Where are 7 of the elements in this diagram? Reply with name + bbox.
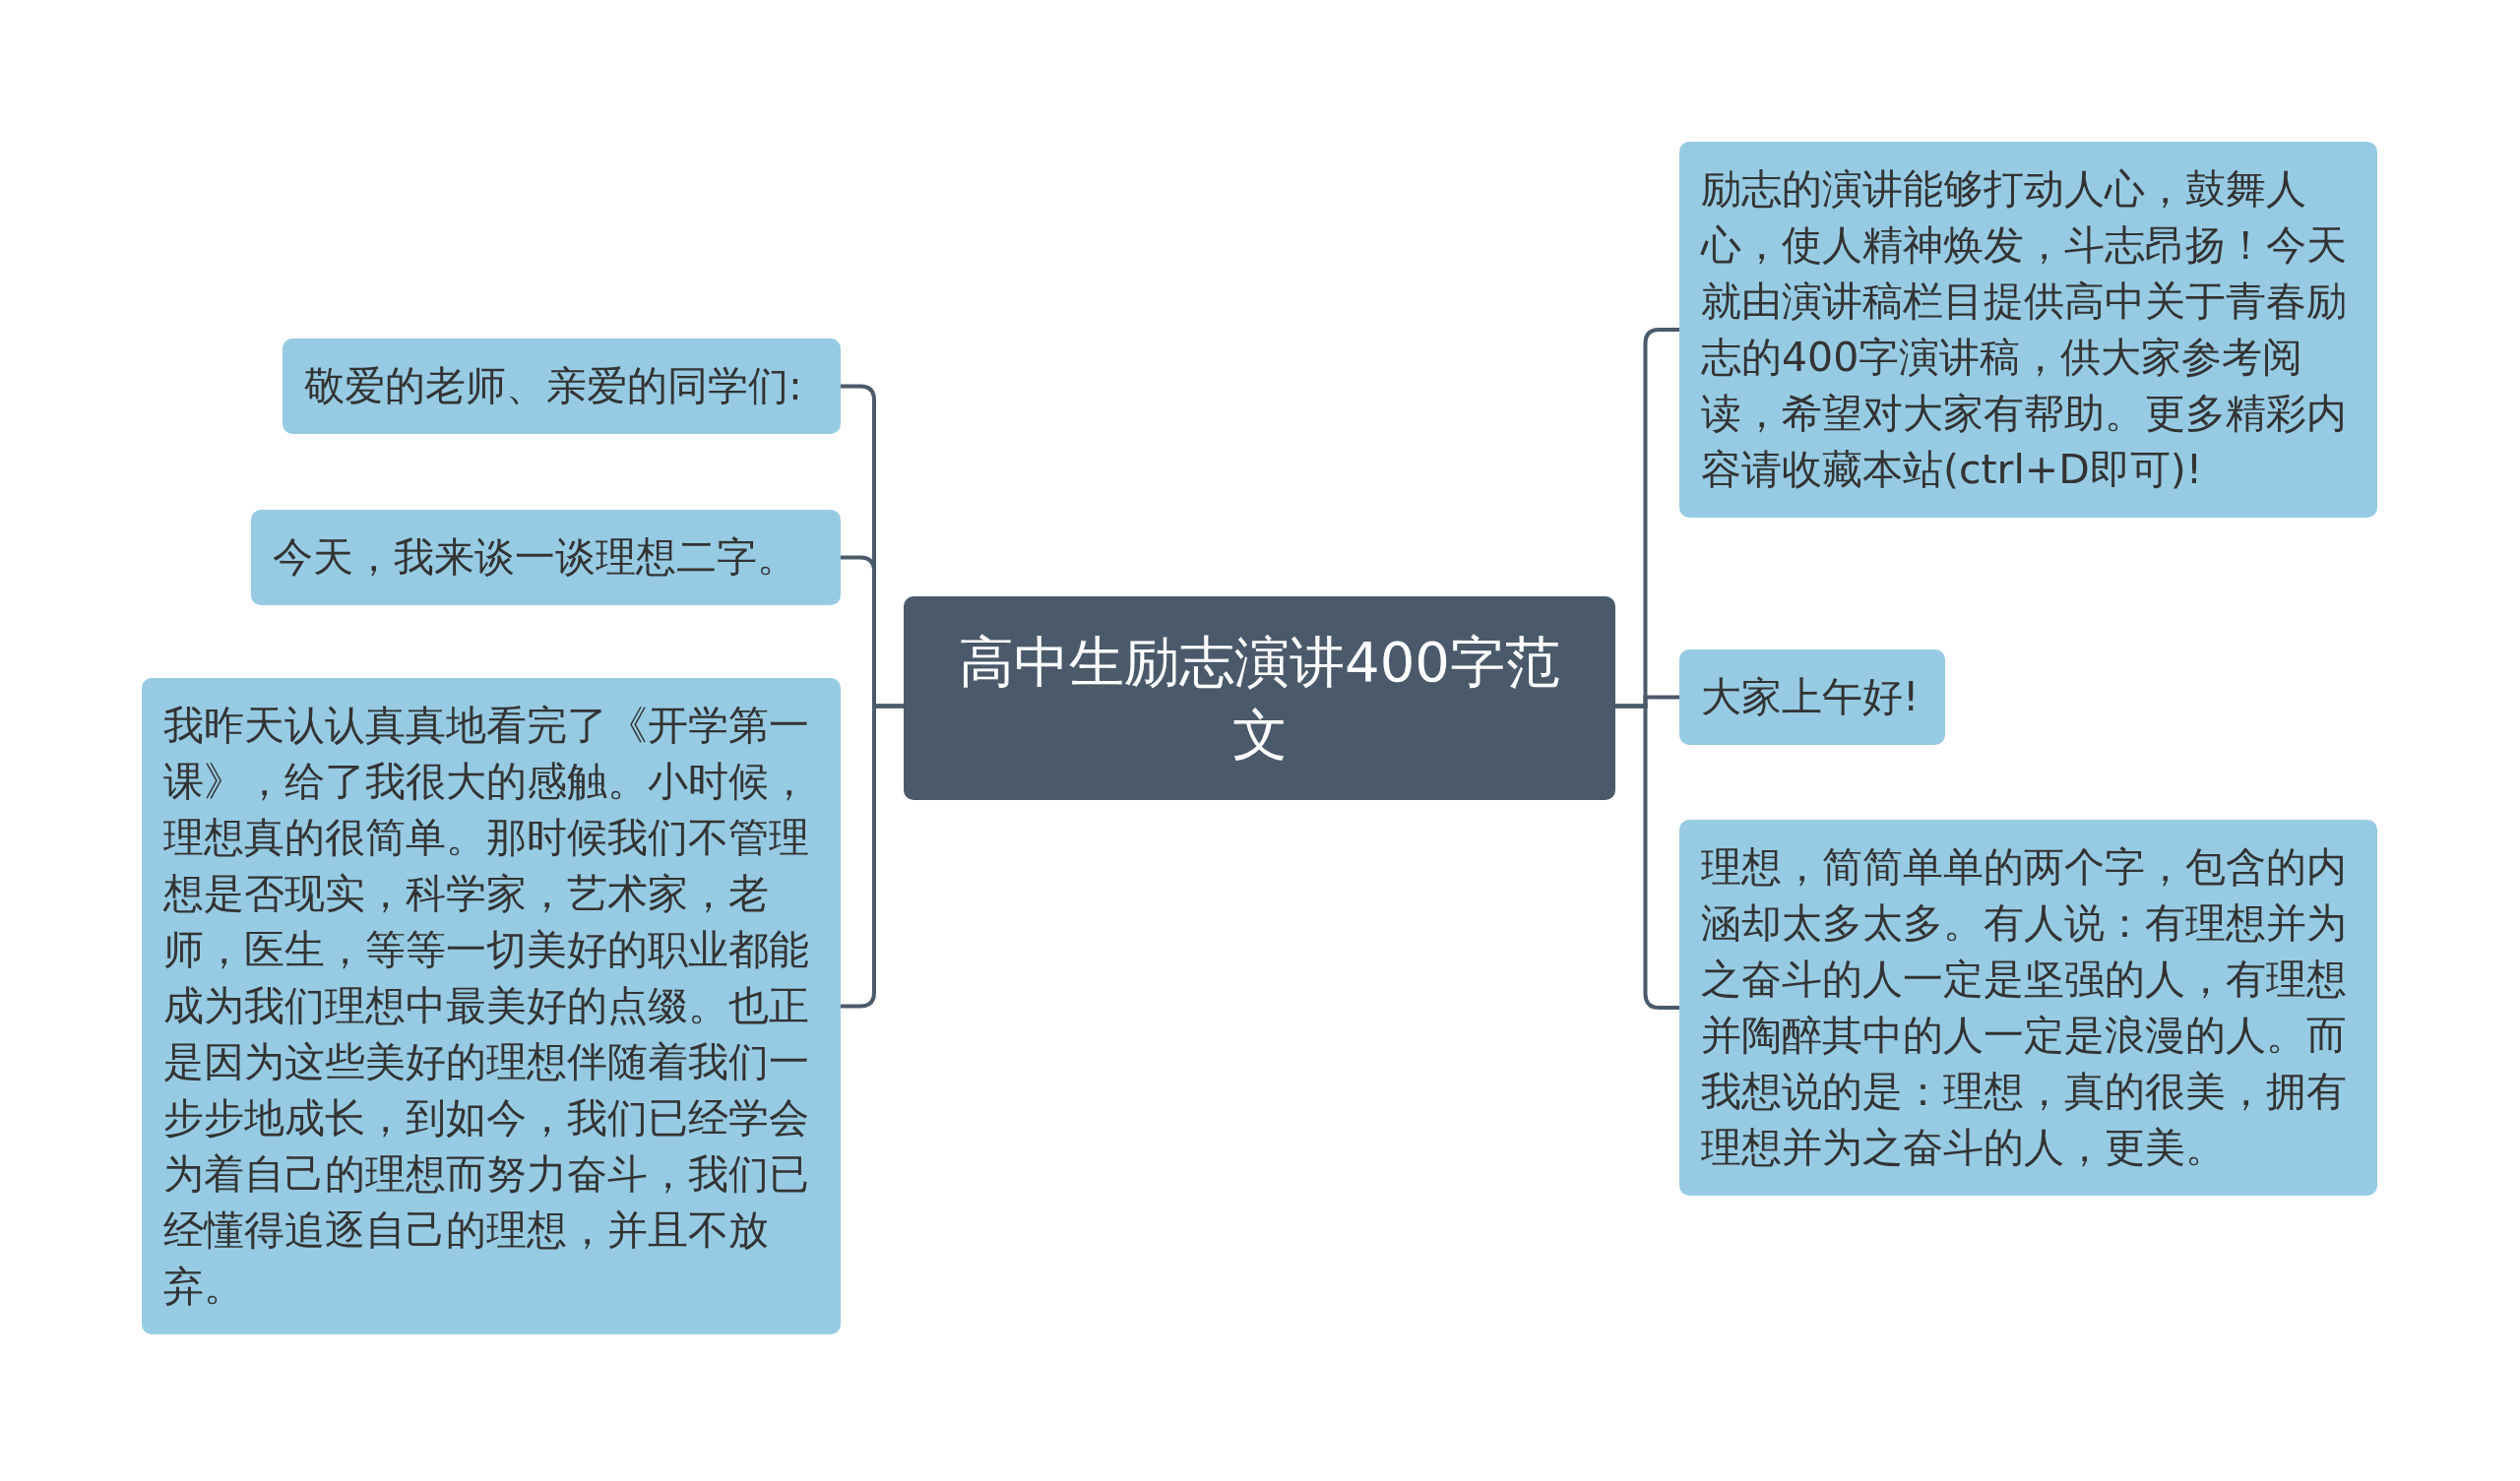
topic-box: 励志的演讲能够打动人心，鼓舞人心，使人精神焕发，斗志昂扬！今天就由演讲稿栏目提供高中关于青春励志的400字演讲稿，供大家参考阅读，希望对大家有帮助。更多精彩内容请收藏本站(ctrl+D即可)!	[1679, 142, 2377, 518]
topic-box: 大家上午好!	[1679, 649, 1945, 745]
topic-box: 敬爱的老师、亲爱的同学们:	[283, 339, 841, 434]
topic-box: 我昨天认认真真地看完了《开学第一课》，给了我很大的感触。小时候，理想真的很简单。那时候我们不管理想是否现实，科学家，艺术家，老师，医生，等等一切美好的职业都能成为我们理想中最美好的点缀。也正是因为这些美好的理想伴随着我们一步步地成长，到如今，我们已经学会为着自己的理想而努力奋斗，我们已经懂得追逐自己的理想，并且不放弃。	[142, 678, 841, 1334]
topic-box: 理想，简简单单的两个字，包含的内涵却太多太多。有人说：有理想并为之奋斗的人一定是坚强的人，有理想并陶醉其中的人一定是浪漫的人。而我想说的是：理想，真的很美，拥有理想并为之奋斗的人，更美。	[1679, 820, 2377, 1196]
central-topic-box: 高中生励志演讲400字范文	[904, 596, 1615, 800]
topic-box: 今天，我来谈一谈理想二字。	[251, 510, 841, 605]
